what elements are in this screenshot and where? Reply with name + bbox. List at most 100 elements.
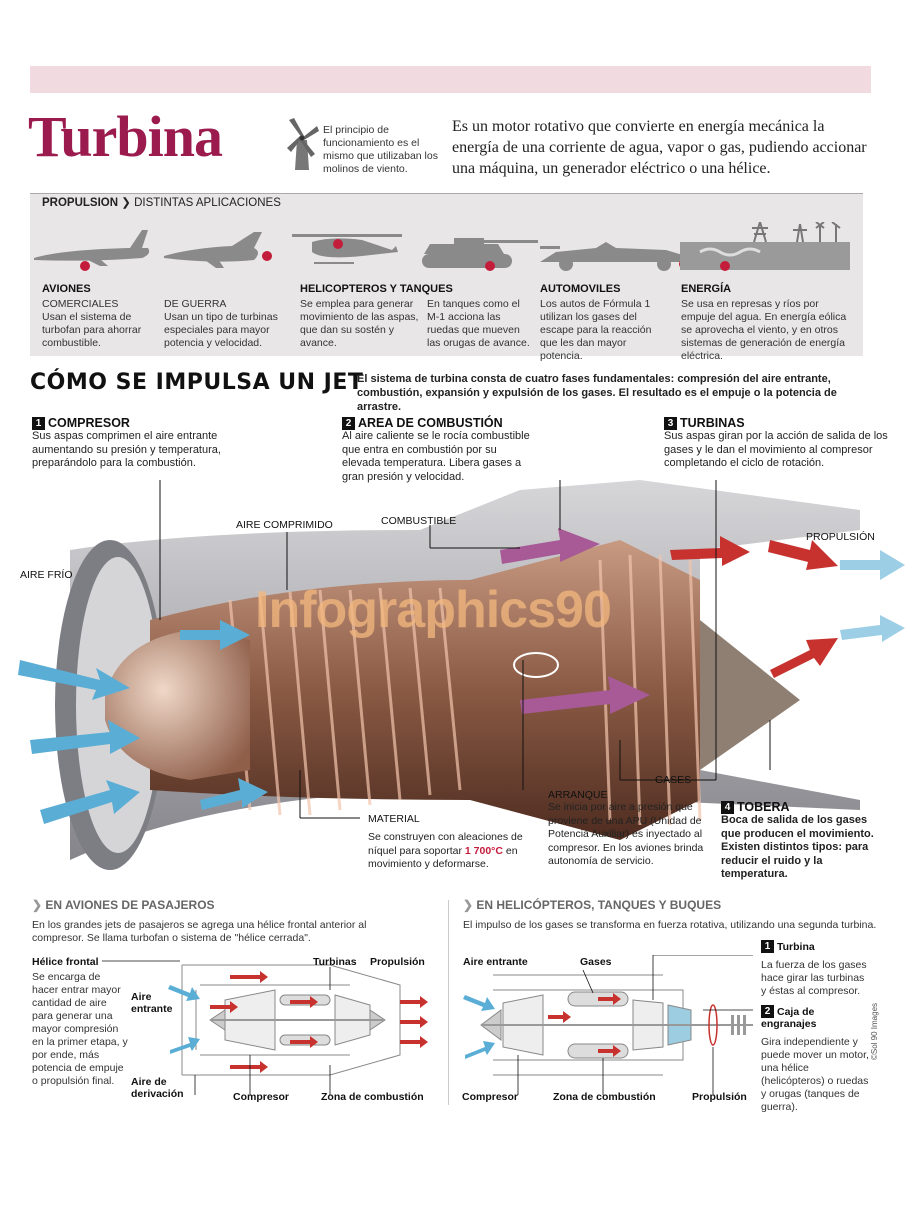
label-compresor: Compresor [233, 1091, 290, 1103]
step-number: 2 [342, 417, 355, 430]
material-text-a: Se construyen con aleaciones de níquel p… [368, 831, 523, 857]
label-propulsion: Propulsión [692, 1091, 747, 1103]
label-gases: Gases [580, 956, 612, 968]
chevron-right-icon: ❯ [463, 898, 477, 912]
image-credit: ©Sol 90 Images [870, 1002, 879, 1060]
category-text: Se usa en represas y ríos por empuje del… [681, 298, 847, 362]
aviones-heading: ❯ EN AVIONES DE PASAJEROS [32, 898, 215, 912]
label-aire-entrante: Aire entrante [463, 956, 528, 968]
label-propulsion: Propulsión [370, 956, 425, 968]
step-title: AREA DE COMBUSTIÓN [358, 416, 503, 430]
label-combustible: COMBUSTIBLE [381, 515, 457, 527]
step-title: COMPRESOR [48, 416, 130, 430]
category-automoviles: AUTOMOVILES Los autos de Fórmula 1 utili… [540, 283, 665, 363]
jet-section-desc: El sistema de turbina consta de cuatro f… [357, 373, 837, 413]
label-material: MATERIAL [368, 813, 420, 825]
step-title: TURBINAS [680, 416, 745, 430]
arranque-text: Se inicia por aire a presión que provien… [548, 801, 704, 867]
turbina-title: Turbina [777, 941, 815, 953]
material-text: Se construyen con aleaciones de níquel p… [368, 831, 538, 872]
page-title: Turbina [28, 104, 223, 169]
step-text: Boca de salida de los gases que producen… [721, 814, 874, 880]
step-number: 3 [664, 417, 677, 430]
helice-title: Hélice frontal [32, 956, 99, 968]
label-compresor: Compresor [462, 1091, 519, 1103]
label-aire-derivacion: Aire de derivación [131, 1076, 184, 1100]
label-zona-combustion: Zona de combustión [321, 1091, 424, 1103]
category-aviones-comerciales: AVIONES COMERCIALES Usan el sistema de t… [42, 283, 150, 350]
propulsion-heading-bold: PROPULSION [42, 197, 119, 209]
category-text: Los autos de Fórmula 1 utilizan los gase… [540, 298, 652, 362]
step-number: 1 [761, 940, 774, 953]
helicopteros-heading: ❯ EN HELICÓPTEROS, TANQUES Y BUQUES [463, 898, 721, 912]
category-helicopteros: HELICOPTEROS Y TANQUES Se emplea para ge… [300, 283, 453, 350]
category-text: DE GUERRA Usan un tipo de turbinas espec… [164, 298, 278, 349]
tank-icon [422, 238, 538, 271]
category-title [427, 283, 530, 296]
label-aire-entrante: Aire entrante [131, 991, 173, 1015]
label-aire-comprimido: AIRE COMPRIMIDO [236, 519, 333, 531]
category-title: AVIONES [42, 283, 91, 295]
helicopteros-heading-text: EN HELICÓPTEROS, TANQUES Y BUQUES [476, 898, 722, 912]
label-propulsion: PROPULSIÓN [806, 531, 875, 543]
turboshaft-diagram [463, 955, 753, 1095]
jet-engine-illustration [18, 480, 905, 870]
chevron-right-icon: ❯ [121, 197, 131, 209]
material-text-b: en movimiento y deformarse. [368, 844, 518, 871]
material-callout: MATERIAL Se construyen con aleaciones de… [368, 813, 538, 872]
aviones-text: En los grandes jets de pasajeros se agre… [32, 919, 367, 944]
step-number: 4 [721, 801, 734, 814]
header-band [30, 66, 871, 93]
turbina-text: La fuerza de los gases hace girar las tu… [761, 959, 867, 997]
step-text: Sus aspas giran por la acción de salida … [664, 430, 888, 469]
windmill-icon [287, 118, 319, 170]
category-text: COMERCIALES Usan el sistema de turbofan … [42, 298, 142, 349]
category-text: En tanques como el M-1 acciona las rueda… [427, 298, 530, 349]
helicopter-icon [292, 234, 402, 264]
label-zona-combustion: Zona de combustión [553, 1091, 656, 1103]
chevron-right-icon: ❯ [32, 898, 46, 912]
step-text: Sus aspas comprimen el aire entrante aum… [32, 430, 221, 469]
category-energia: ENERGÍA Se usa en represas y ríos por em… [681, 283, 856, 363]
arranque-callout: ARRANQUE Se inicia por aire a presión qu… [548, 789, 708, 869]
caja-title: Caja de engranajes [761, 1006, 817, 1030]
divider [448, 900, 449, 1105]
windmill-note: El principio de funcionamiento es el mis… [323, 124, 438, 175]
category-title: HELICOPTEROS Y TANQUES [300, 283, 453, 295]
category-title [164, 283, 279, 296]
intro-text: Es un motor rotativo que convierte en en… [452, 118, 867, 177]
propulsion-panel [30, 193, 863, 356]
race-car-icon [540, 242, 689, 271]
fighter-jet-icon [164, 232, 272, 268]
propulsion-heading: PROPULSION ❯ DISTINTAS APLICACIONES [42, 195, 281, 209]
label-gases: GASES [655, 774, 692, 786]
turbofan-diagram [102, 960, 428, 1095]
helice-text: Se encarga de hacer entrar mayor cantida… [32, 971, 128, 1087]
step-number: 2 [761, 1005, 774, 1018]
label-arranque: ARRANQUE [548, 789, 608, 801]
step-number: 1 [32, 417, 45, 430]
category-title: AUTOMOVILES [540, 283, 621, 295]
category-tanques: En tanques como el M-1 acciona las rueda… [427, 283, 530, 350]
watermark: Infographics90 [255, 581, 612, 639]
category-aviones-guerra: DE GUERRA Usan un tipo de turbinas espec… [164, 283, 279, 350]
caja-text: Gira independiente y puede mover un moto… [761, 1036, 869, 1113]
propulsion-heading-rest: DISTINTAS APLICACIONES [134, 197, 281, 209]
jet-section-title: CÓMO SE IMPULSA UN JET [30, 370, 364, 395]
aviones-heading-text: EN AVIONES DE PASAJEROS [45, 898, 215, 912]
label-turbinas: Turbinas [313, 956, 357, 968]
helicopteros-text: El impulso de los gases se transforma en… [463, 919, 877, 931]
step-text: Al aire caliente se le rocía combustible… [342, 430, 530, 483]
label-aire-frio: AIRE FRÍO [20, 569, 73, 581]
